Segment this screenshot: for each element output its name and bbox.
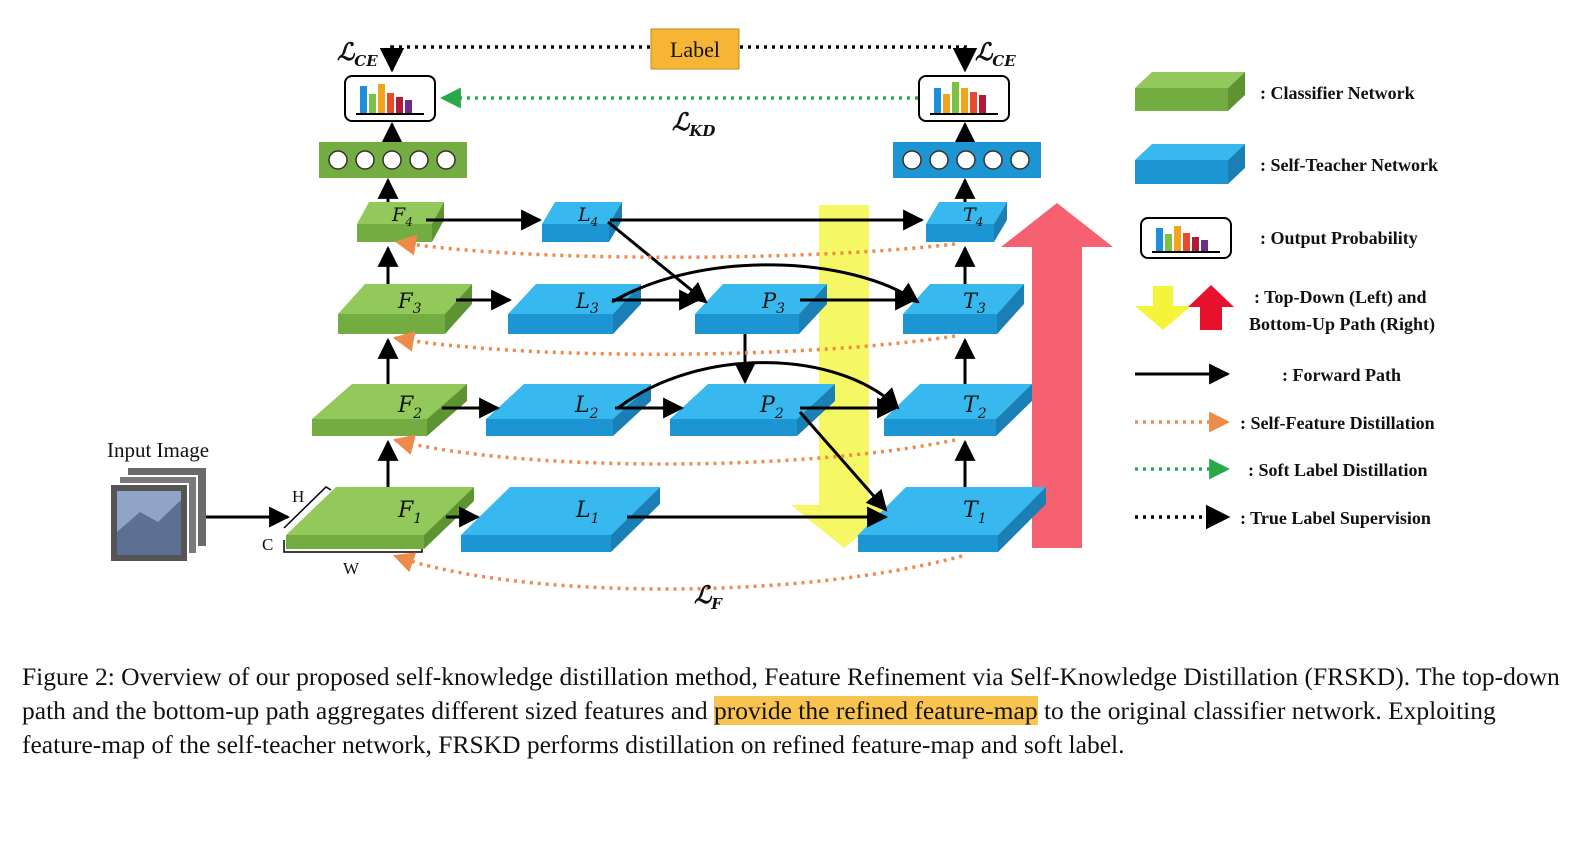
node-t1 xyxy=(858,487,1046,552)
svg-text:L2: L2 xyxy=(574,393,599,422)
node-l2-sub: 2 xyxy=(589,406,599,422)
node-l4-sub: 4 xyxy=(590,215,599,229)
legend-true-label-label: : True Label Supervision xyxy=(1240,508,1431,528)
label-box-text: Label xyxy=(670,37,720,62)
legend-bottom-up-arrow-icon xyxy=(1188,285,1234,330)
svg-text:T4: T4 xyxy=(963,204,983,229)
node-p2-label: P xyxy=(759,393,776,418)
node-t4-label: T xyxy=(963,204,977,226)
legend-path-label-line2: Bottom-Up Path (Right) xyxy=(1249,314,1435,335)
node-l1-label: L xyxy=(575,498,591,523)
node-t4 xyxy=(926,202,1007,242)
loss-ce-right: ℒCE xyxy=(975,37,1016,70)
node-l2 xyxy=(486,384,651,436)
node-t2-sub: 2 xyxy=(977,406,987,422)
svg-text:L3: L3 xyxy=(575,289,599,317)
node-f1-label: F xyxy=(397,498,414,523)
caption-part1: Figure 2: Overview of our proposed self-… xyxy=(22,662,1560,725)
node-l4 xyxy=(542,202,622,242)
node-t3-label: T xyxy=(963,289,979,313)
classifier-output-probability-icon xyxy=(344,75,436,122)
node-p3-label: P xyxy=(761,289,777,313)
node-t1-label: T xyxy=(963,498,980,523)
legend-soft-label-label: : Soft Label Distillation xyxy=(1248,460,1428,480)
classifier-embedding xyxy=(319,142,467,178)
node-f4-label: F xyxy=(391,204,406,226)
forward-path-arrows xyxy=(377,121,976,528)
legend-classifier-swatch-icon xyxy=(1135,72,1245,111)
self-feature-distillation-arrows xyxy=(392,234,963,591)
input-image-label: Input Image xyxy=(107,438,209,462)
legend-path-label-line1: : Top-Down (Left) and xyxy=(1254,287,1427,308)
node-f3-label: F xyxy=(397,289,414,313)
node-l4-label: L xyxy=(577,204,591,226)
caption-part2: to the original classifier network. Expl… xyxy=(22,696,1496,759)
node-l1-sub: 1 xyxy=(591,511,600,527)
node-l1 xyxy=(461,487,660,552)
node-t2 xyxy=(884,384,1032,436)
true-label-supervision-arrows xyxy=(379,45,978,73)
svg-text:P2: P2 xyxy=(759,393,784,422)
dim-w-label: W xyxy=(343,559,360,578)
dim-c-label: C xyxy=(262,535,273,554)
node-f2 xyxy=(312,384,467,436)
node-f4-sub: 4 xyxy=(404,215,413,229)
loss-f: ℒF xyxy=(694,580,723,613)
self-teacher-embedding xyxy=(893,142,1041,178)
legend-self-teacher-swatch-icon xyxy=(1135,144,1245,184)
frskd-diagram: Input Image H C W xyxy=(107,28,1438,613)
loss-kd: ℒKD xyxy=(672,107,715,140)
node-l3 xyxy=(508,284,641,334)
legend-self-feature-label: : Self-Feature Distillation xyxy=(1240,413,1435,433)
svg-text:F3: F3 xyxy=(397,289,422,317)
node-t2-label: T xyxy=(963,393,980,418)
node-t3-sub: 3 xyxy=(977,301,986,317)
node-l3-label: L xyxy=(575,289,590,313)
node-t1-sub: 1 xyxy=(978,511,987,527)
node-p3 xyxy=(695,284,827,334)
svg-text:F4: F4 xyxy=(391,204,413,229)
legend-output-probability-label: : Output Probability xyxy=(1260,228,1418,248)
loss-ce-left: ℒCE xyxy=(337,37,378,70)
input-image-icon xyxy=(109,468,206,563)
node-labels: F4 F3 F2 F1 L4 L3 L2 L1 P3 P2 T4 T3 T2 T… xyxy=(391,204,987,527)
svg-text:F2: F2 xyxy=(397,393,422,422)
node-f1-sub: 1 xyxy=(413,511,422,527)
legend: : Classifier Network : Self-Teacher Netw… xyxy=(1135,72,1438,530)
self-teacher-output-probability-icon xyxy=(918,75,1010,122)
node-l2-label: L xyxy=(574,393,590,418)
figure-caption: Figure 2: Overview of our proposed self-… xyxy=(22,660,1568,762)
svg-text:T3: T3 xyxy=(963,289,986,317)
svg-text:L1: L1 xyxy=(575,498,600,527)
legend-self-teacher-label: : Self-Teacher Network xyxy=(1260,155,1438,175)
legend-classifier-label: : Classifier Network xyxy=(1260,83,1415,103)
node-f1 xyxy=(286,487,474,549)
node-f2-label: F xyxy=(397,393,414,418)
node-f2-sub: 2 xyxy=(412,406,422,422)
node-p2 xyxy=(670,384,835,436)
svg-text:P3: P3 xyxy=(761,289,785,317)
node-f3 xyxy=(338,284,472,334)
node-t3 xyxy=(903,284,1024,334)
node-p2-sub: 2 xyxy=(774,406,784,422)
bottom-up-path-arrow xyxy=(1001,203,1113,548)
node-f3-sub: 3 xyxy=(413,301,422,317)
svg-text:F1: F1 xyxy=(397,498,422,527)
caption-highlight: provide the refined feature-map xyxy=(714,696,1038,725)
node-l3-sub: 3 xyxy=(590,301,599,317)
svg-text:L4: L4 xyxy=(577,204,598,229)
legend-output-probability-icon xyxy=(1140,217,1232,259)
node-t4-sub: 4 xyxy=(975,215,984,229)
svg-text:T1: T1 xyxy=(963,498,987,527)
legend-top-down-arrow-icon xyxy=(1135,286,1191,330)
dim-h-label: H xyxy=(292,487,304,506)
svg-text:T2: T2 xyxy=(963,393,987,422)
node-p3-sub: 3 xyxy=(776,301,785,317)
legend-forward-path-label: : Forward Path xyxy=(1282,365,1401,385)
label-box xyxy=(650,28,740,70)
